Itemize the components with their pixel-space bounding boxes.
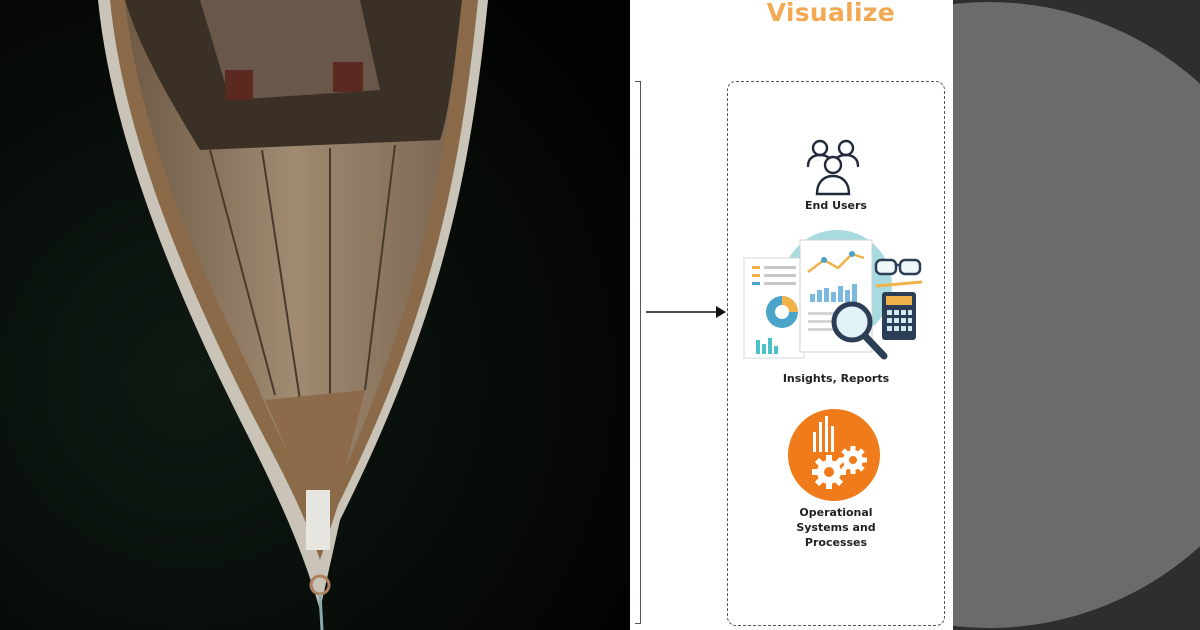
left-bracket — [635, 81, 641, 624]
users-icon — [806, 139, 860, 196]
operational-systems-label: Operational Systems and Processes — [796, 506, 876, 549]
end-users-label: End Users — [805, 199, 867, 212]
boat-photo — [0, 0, 630, 630]
outputs-box — [727, 81, 945, 626]
insights-reports-label: Insights, Reports — [782, 372, 890, 385]
right-arrow-icon — [646, 306, 726, 318]
visualize-panel: Visualize End Users — [630, 0, 953, 630]
gears-chart-icon — [788, 409, 880, 501]
decorative-panel — [953, 0, 1200, 630]
reports-illustration — [743, 230, 923, 360]
panel-title: Visualize — [766, 0, 895, 27]
